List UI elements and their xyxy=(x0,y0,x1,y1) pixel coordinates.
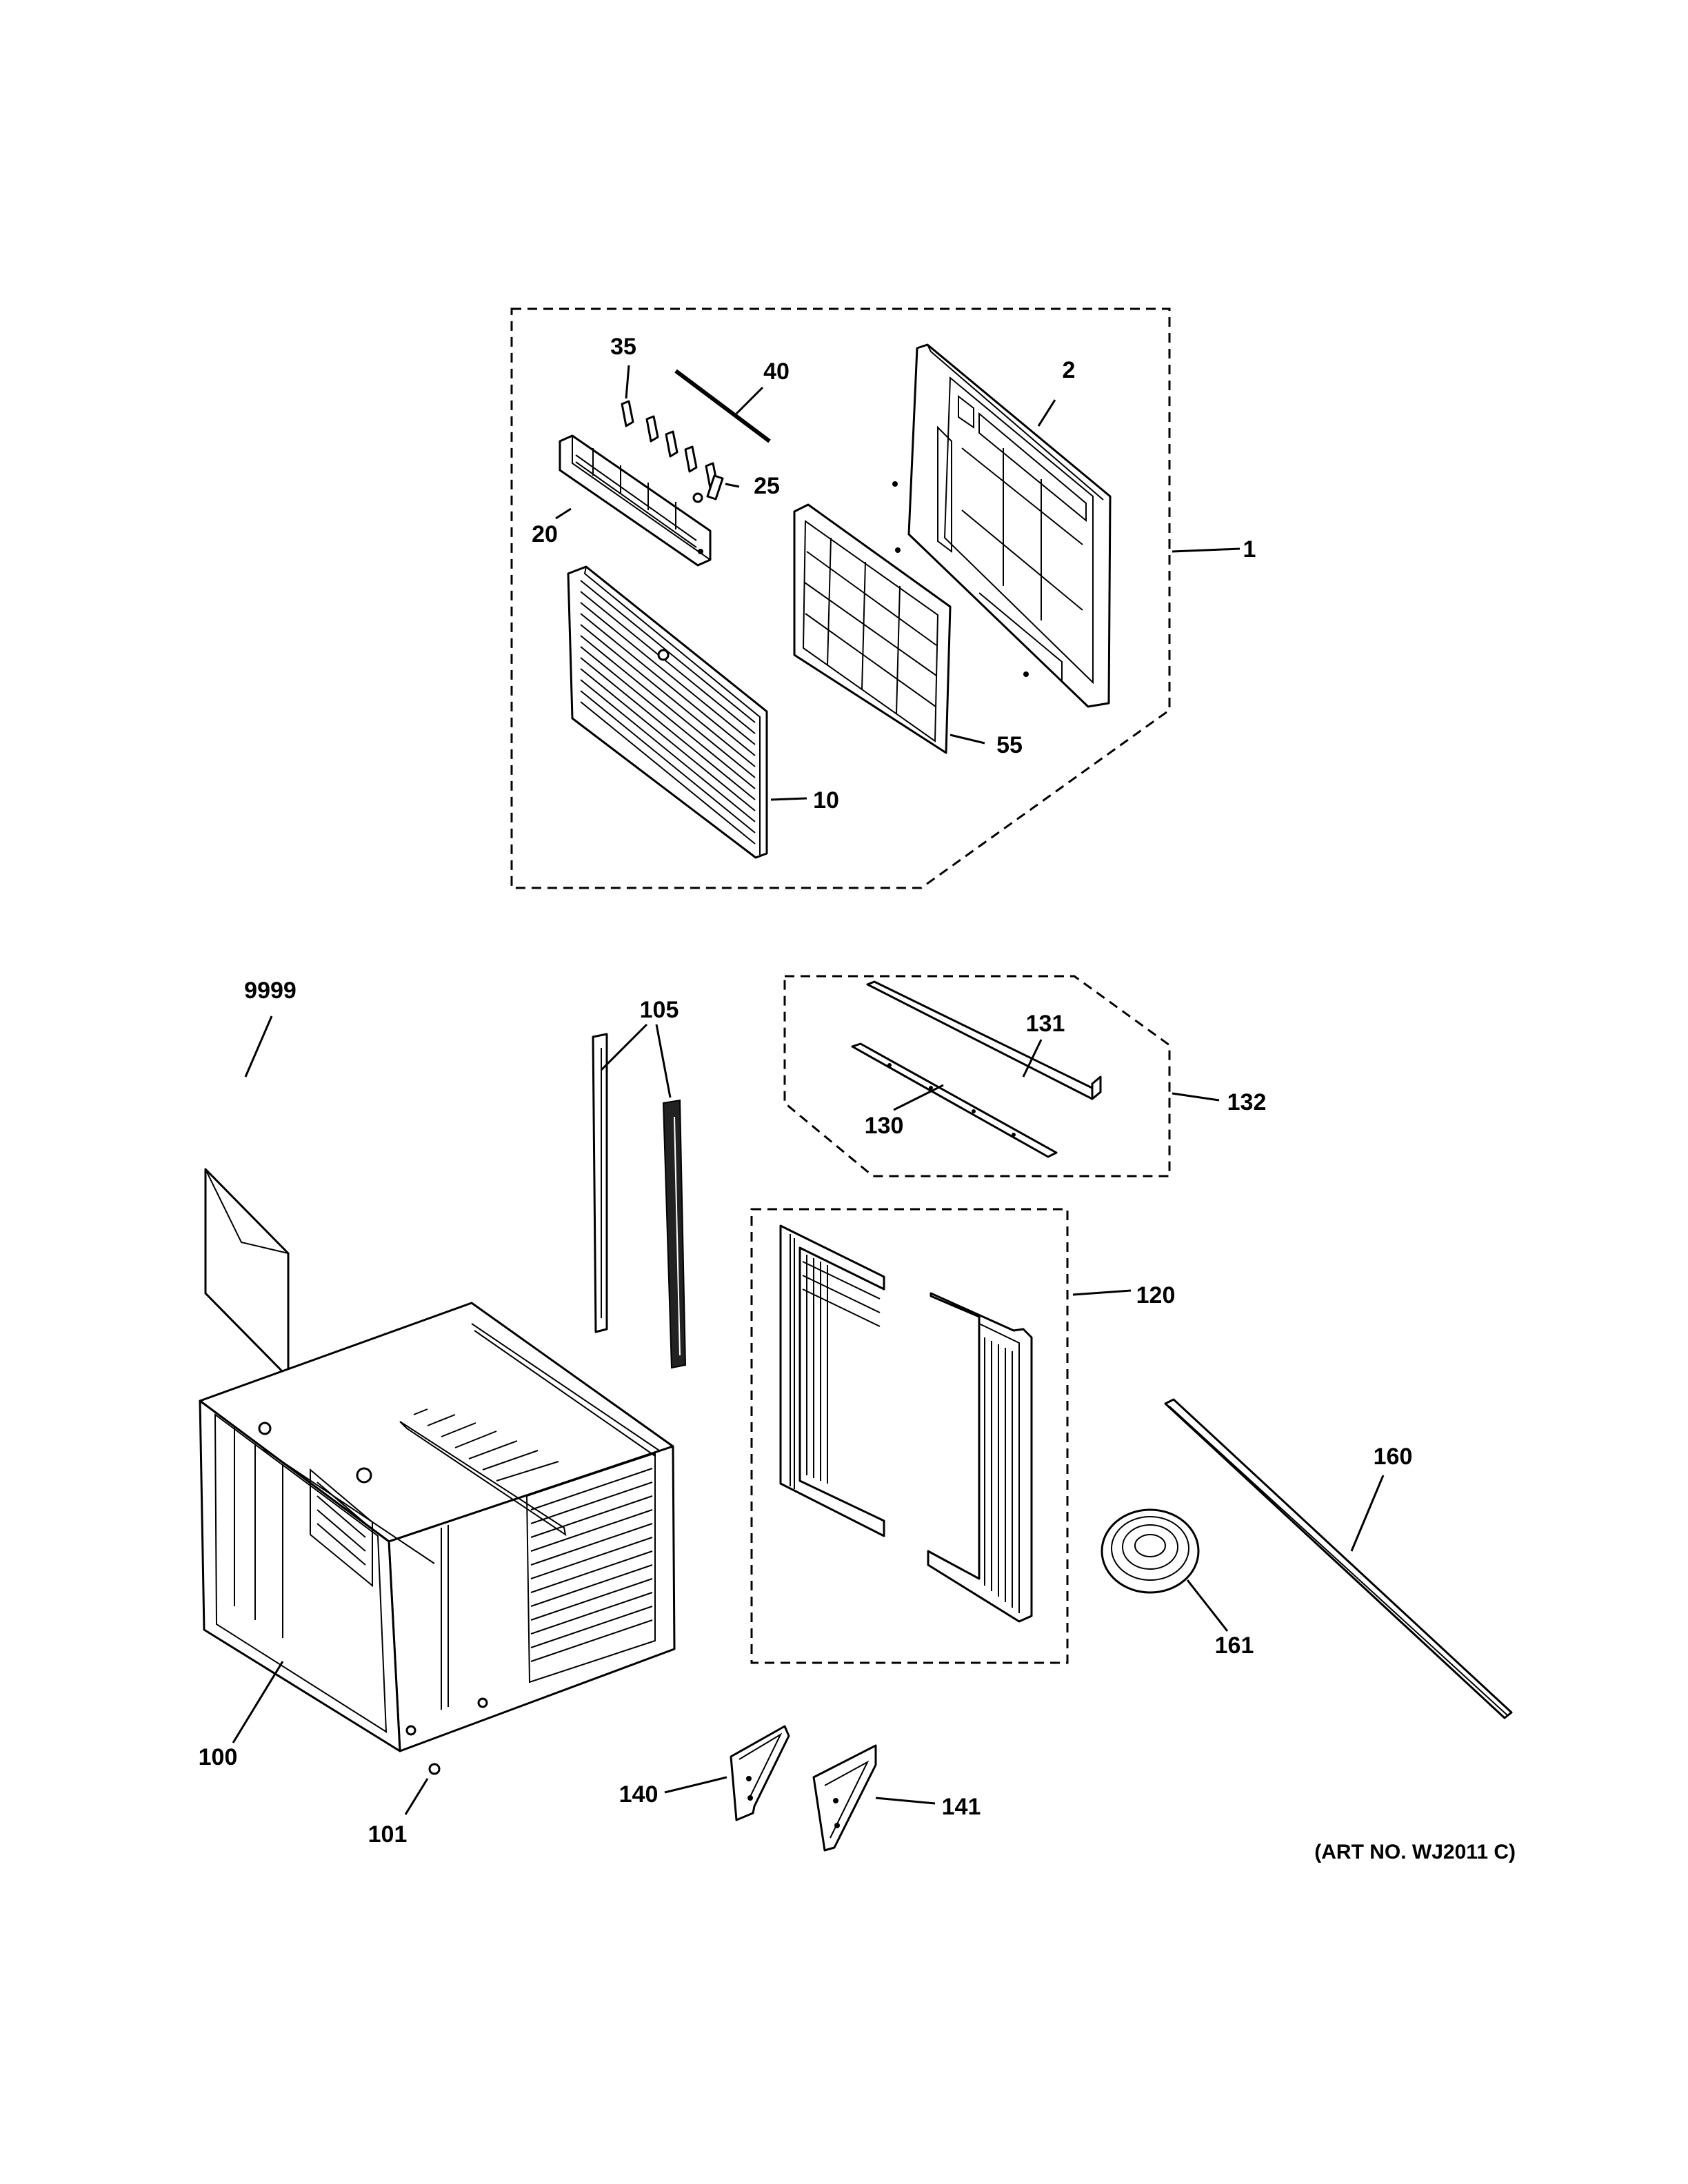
screw-101-group: 101 xyxy=(368,1763,441,1848)
louver-part xyxy=(559,434,712,567)
callout-140: 140 xyxy=(619,1781,659,1808)
callout-160: 160 xyxy=(1374,1444,1413,1470)
side-seal-left-part xyxy=(592,1033,608,1333)
side-seal-right-part xyxy=(662,1099,687,1369)
callout-55: 55 xyxy=(996,732,1023,758)
sash-rail-130-part xyxy=(851,1042,1058,1158)
link-part xyxy=(692,474,724,503)
callout-2: 2 xyxy=(1063,357,1076,383)
foam-roll-161-part xyxy=(1101,1508,1200,1594)
callout-131: 131 xyxy=(1026,1011,1065,1037)
bracket-141-group: 141 xyxy=(812,1744,981,1852)
manual-envelope-part xyxy=(204,1168,290,1379)
callout-132: 132 xyxy=(1227,1089,1267,1115)
callout-161: 161 xyxy=(1215,1632,1254,1659)
callout-130: 130 xyxy=(865,1113,904,1139)
callout-141: 141 xyxy=(942,1794,981,1820)
callout-35: 35 xyxy=(610,334,636,360)
side-curtains-group: 120 xyxy=(750,1208,1176,1664)
callout-9999: 9999 xyxy=(244,978,297,1004)
owners-manual-group: 9999 xyxy=(204,978,297,1379)
callout-1: 1 xyxy=(1243,536,1256,563)
callout-10: 10 xyxy=(813,787,839,813)
front-frame-part xyxy=(892,343,1112,708)
front-assembly-dashed-box xyxy=(510,307,1171,889)
vanes-part xyxy=(621,400,719,489)
front-assembly-group: 35 40 25 20 2 1 55 10 xyxy=(510,307,1256,889)
side-curtain-right-part xyxy=(927,1292,1033,1623)
callout-105: 105 xyxy=(640,997,679,1023)
side-curtains-dashed-box xyxy=(750,1208,1069,1664)
cabinet-group: 100 xyxy=(199,1302,676,1770)
callout-120: 120 xyxy=(1136,1282,1176,1308)
callout-101: 101 xyxy=(368,1821,408,1848)
rod-part xyxy=(674,369,771,443)
bracket-140-group: 140 xyxy=(619,1725,790,1821)
callout-20: 20 xyxy=(532,521,558,547)
seal-strip-160-part xyxy=(1164,1398,1513,1719)
bracket-141-part xyxy=(812,1744,877,1852)
top-rail-kit-dashed-box xyxy=(783,975,1171,1177)
foam-roll-group: 161 xyxy=(1101,1508,1254,1659)
filter-part xyxy=(793,503,952,754)
front-grille-part xyxy=(567,565,768,859)
seal-strip-group: 160 xyxy=(1164,1398,1513,1719)
bracket-140-part xyxy=(730,1725,790,1821)
callout-100: 100 xyxy=(199,1744,238,1770)
screw-101-part xyxy=(428,1763,441,1775)
callout-25: 25 xyxy=(754,473,780,499)
top-rail-kit-group: 131 130 132 xyxy=(783,975,1267,1177)
top-rail-131-part xyxy=(866,980,1102,1100)
art-number-label: (ART NO. WJ2011 C) xyxy=(1314,1841,1516,1863)
callout-40: 40 xyxy=(763,358,790,385)
side-curtain-left-part xyxy=(779,1224,885,1537)
side-seals-group: 105 xyxy=(592,997,687,1369)
